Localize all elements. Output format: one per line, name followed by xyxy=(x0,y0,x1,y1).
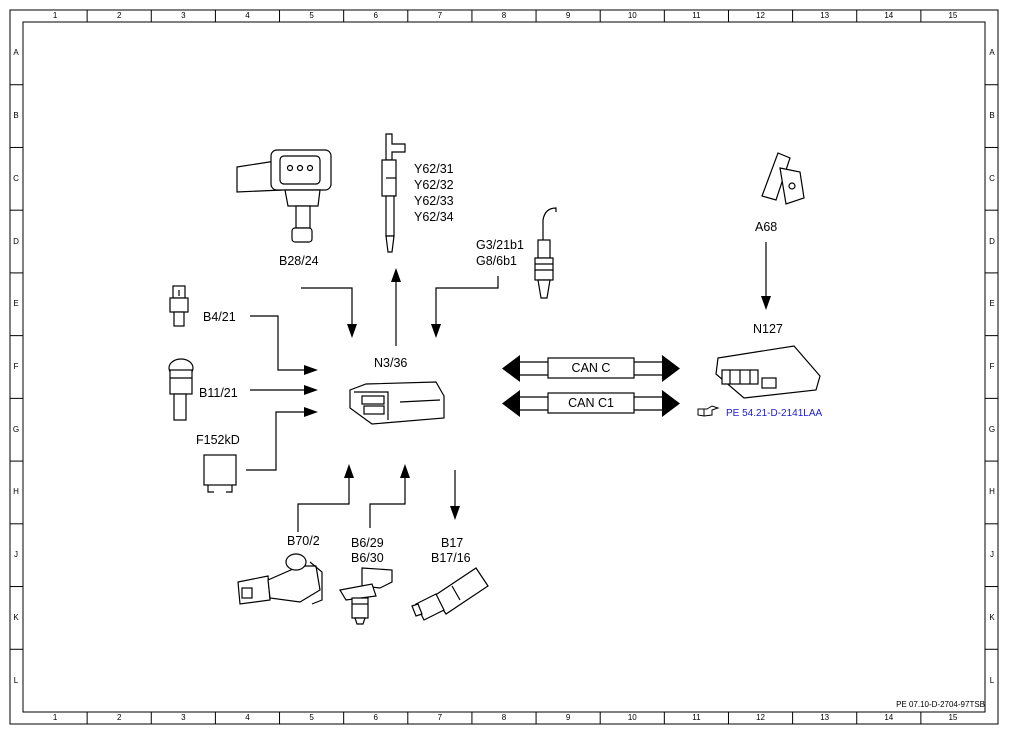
label-b4-21: B4/21 xyxy=(203,310,236,324)
grid-column-label-bottom: 9 xyxy=(565,713,571,722)
b70-2-sensor-icon xyxy=(237,553,323,605)
grid-row-label-left: J xyxy=(14,550,18,560)
grid-column-label-top: 2 xyxy=(116,11,122,20)
grid-column-label-top: 8 xyxy=(501,11,507,20)
grid-column-label-top: 3 xyxy=(181,11,186,20)
a68-pedal-icon xyxy=(761,152,805,205)
footer-code: PE 07.10-D-2704-97TSB xyxy=(896,700,985,709)
outer-frame xyxy=(9,9,999,725)
grid-column-label-bottom: 15 xyxy=(948,713,958,722)
grid-row-label-left: L xyxy=(13,675,19,685)
grid-row-label-right: E xyxy=(989,299,995,309)
grid-column-label-bottom: 7 xyxy=(437,713,443,722)
grid-row-label-left: C xyxy=(13,173,19,183)
n127-control-unit-icon xyxy=(715,345,821,399)
grid-column-label-bottom: 2 xyxy=(116,713,122,722)
can-c1-label: CAN C1 xyxy=(568,396,614,410)
label-b17-16: B17/16 xyxy=(431,551,471,565)
grid-column-label-bottom: 12 xyxy=(756,713,765,722)
can-c1-label-box xyxy=(547,392,635,414)
grid-row-label-right: B xyxy=(989,111,995,121)
grid-column-label-bottom: 6 xyxy=(373,713,378,722)
grid-row-label-left: G xyxy=(12,424,20,434)
grid-ticks xyxy=(10,10,998,724)
label-b17: B17 xyxy=(441,536,464,550)
label-b6-30: B6/30 xyxy=(351,551,384,565)
label-y62-33: Y62/33 xyxy=(414,194,454,208)
b28-24-sensor-icon xyxy=(236,149,332,243)
label-b70-2: B70/2 xyxy=(287,534,320,548)
grid-row-label-left: E xyxy=(13,299,19,309)
label-n3-36: N3/36 xyxy=(374,356,408,370)
grid-row-label-right: G xyxy=(988,424,996,434)
label-a68: A68 xyxy=(755,220,778,234)
grid-column-label-bottom: 8 xyxy=(501,713,507,722)
grid-column-label-top: 10 xyxy=(627,11,637,20)
label-y62-34: Y62/34 xyxy=(414,210,454,224)
label-b28-24: B28/24 xyxy=(279,254,319,268)
grid-column-label-bottom: 1 xyxy=(52,713,58,722)
b4-21-sensor-icon xyxy=(169,285,189,327)
grid-column-label-bottom: 3 xyxy=(181,713,186,722)
grid-row-label-right: F xyxy=(989,362,995,371)
reference-link[interactable]: PE 54.21-D-2141LAA xyxy=(726,408,823,419)
label-y62-32: Y62/32 xyxy=(414,178,454,192)
grid-column-label-top: 5 xyxy=(309,11,314,20)
grid-column-label-bottom: 14 xyxy=(884,713,894,722)
grid-column-label-top: 14 xyxy=(884,11,894,20)
grid-column-label-top: 6 xyxy=(373,11,378,20)
grid-column-label-top: 15 xyxy=(948,11,958,20)
grid-column-label-bottom: 10 xyxy=(627,713,637,722)
grid-column-label-top: 9 xyxy=(565,11,571,20)
connection-lines xyxy=(246,242,767,532)
grid-row-label-left: A xyxy=(13,48,19,58)
grid-row-label-left: D xyxy=(13,236,19,246)
label-b6-29: B6/29 xyxy=(351,536,384,550)
grid-row-label-right: A xyxy=(989,48,995,58)
grid-column-label-bottom: 13 xyxy=(820,713,830,722)
label-f152kd: F152kD xyxy=(196,433,240,447)
grid-row-label-right: H xyxy=(989,487,995,497)
grid-row-label-left: F xyxy=(13,362,19,371)
b6-sensor-icon xyxy=(339,567,393,625)
pointing-hand-icon xyxy=(697,405,720,417)
arrowheads xyxy=(304,268,771,520)
grid-column-label-top: 1 xyxy=(52,11,58,20)
lambda-probe-icon xyxy=(534,207,557,299)
grid-column-label-top: 12 xyxy=(756,11,765,20)
grid-column-label-bottom: 5 xyxy=(309,713,314,722)
label-g3-21b1: G3/21b1 xyxy=(476,238,524,252)
grid-column-label-top: 11 xyxy=(692,11,701,20)
can-c-label-box xyxy=(547,357,635,379)
grid-column-label-top: 4 xyxy=(245,11,250,20)
grid-row-label-left: B xyxy=(13,111,19,121)
label-b11-21: B11/21 xyxy=(199,386,238,400)
label-y62-31: Y62/31 xyxy=(414,162,454,176)
label-g8-6b1: G8/6b1 xyxy=(476,254,518,268)
n3-36-ecu-icon xyxy=(349,381,445,425)
grid-column-label-top: 13 xyxy=(820,11,830,20)
can-c-label: CAN C xyxy=(571,361,611,375)
grid-row-label-right: K xyxy=(989,612,995,622)
grid-row-label-right: C xyxy=(989,173,995,183)
grid-column-label-bottom: 4 xyxy=(245,713,250,722)
grid-row-label-right: J xyxy=(990,550,994,560)
b11-21-sensor-icon xyxy=(168,358,194,421)
grid-row-label-right: L xyxy=(989,675,995,685)
grid-row-label-left: K xyxy=(13,612,19,622)
label-n127: N127 xyxy=(753,322,783,336)
b17-sensor-icon xyxy=(411,567,489,621)
y62-injector-icon xyxy=(381,133,406,253)
f152kd-relay-icon xyxy=(203,454,237,493)
inner-frame xyxy=(22,21,986,713)
grid-row-label-right: D xyxy=(989,236,995,246)
grid-column-label-top: 7 xyxy=(437,11,443,20)
grid-row-label-left: H xyxy=(13,487,19,497)
grid-column-label-bottom: 11 xyxy=(692,713,701,722)
